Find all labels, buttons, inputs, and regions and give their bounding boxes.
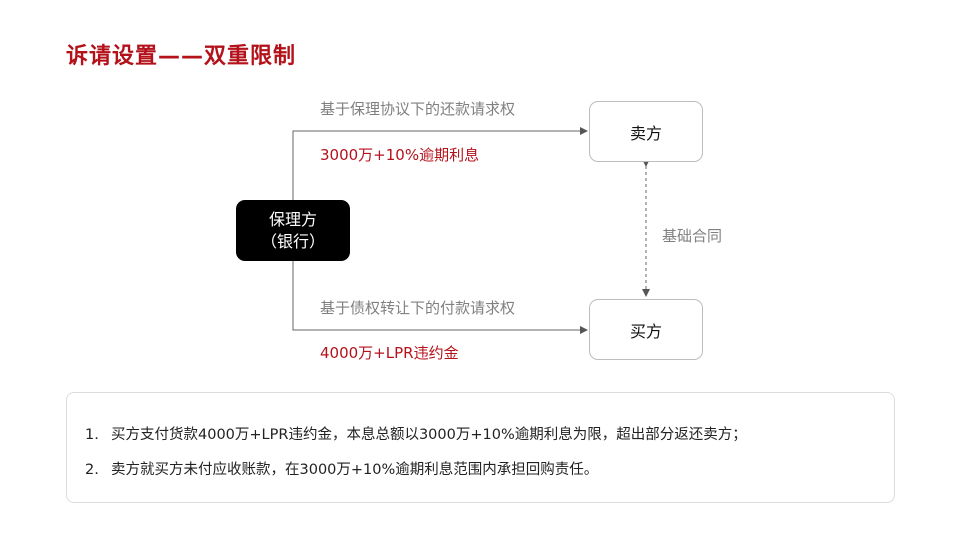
top-claim-label: 基于保理协议下的还款请求权 [320,100,516,118]
factor-bank-node: 保理方 （银行） [236,200,350,261]
bottom-claim-label: 基于债权转让下的付款请求权 [320,299,516,317]
arrow-factor-to-seller [292,127,588,200]
contract-label: 基础合同 [662,227,723,245]
note-item: 2.卖方就买方未付应收账款，在3000万+10%逾期利息范围内承担回购责任。 [85,462,599,478]
seller-node: 卖方 [589,101,703,162]
bottom-claim-amount: 4000万+LPR违约金 [320,344,459,362]
note-item: 1.买方支付货款4000万+LPR违约金，本息总额以3000万+10%逾期利息为… [85,427,747,443]
buyer-node: 买方 [589,299,703,360]
factor-label: 保理方 [268,209,317,229]
top-claim-amount: 3000万+10%逾期利息 [320,146,480,164]
factor-sublabel: （银行） [260,231,325,251]
arrow-factor-to-buyer [292,261,588,334]
page-title: 诉请设置——双重限制 [66,44,297,69]
notes-box: 1.买方支付货款4000万+LPR违约金，本息总额以3000万+10%逾期利息为… [66,392,895,503]
